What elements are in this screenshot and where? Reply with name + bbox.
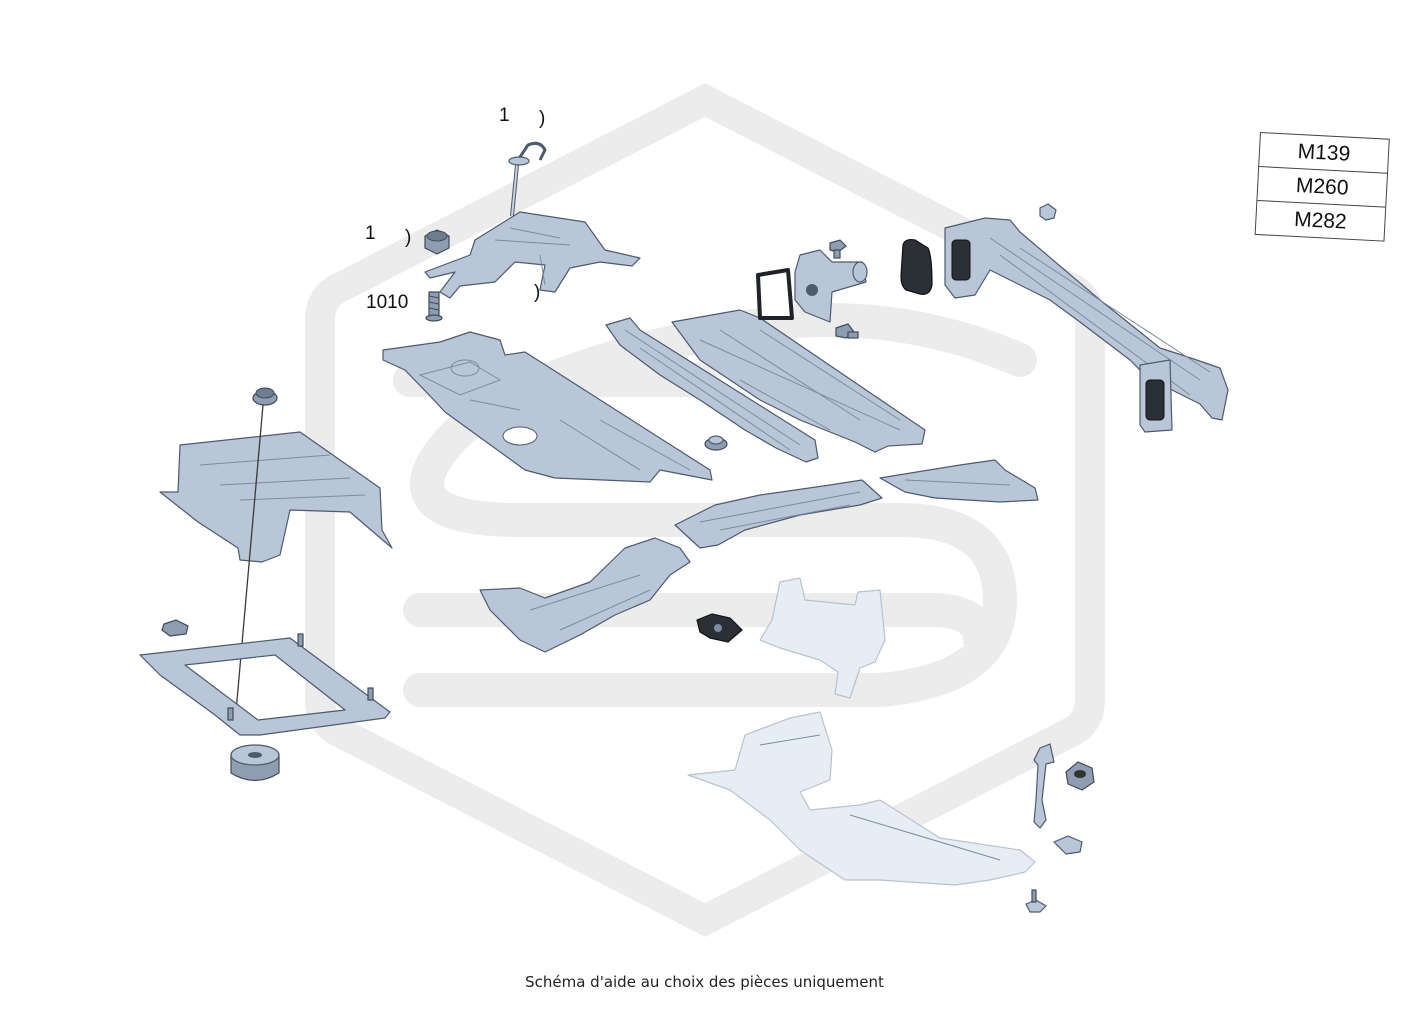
hook-bolt-part[interactable] [508, 141, 547, 217]
push-rivet-part[interactable] [1025, 889, 1047, 913]
bolt-part[interactable] [829, 239, 847, 259]
spare-wheel-bracket-part[interactable] [424, 211, 641, 299]
diagram-caption: Schéma d'aide au choix des pièces unique… [525, 973, 884, 991]
mounting-frame-part[interactable] [139, 619, 391, 736]
sealing-plug-part[interactable] [900, 238, 933, 295]
callout-label[interactable]: 1 [499, 105, 510, 126]
rear-floor-pan-part[interactable] [382, 331, 713, 483]
callout-label[interactable]: ) [534, 282, 540, 303]
callout-label[interactable]: 1 [365, 223, 376, 244]
bolt-part[interactable] [835, 323, 859, 339]
model-code-table: M139 M260 M282 [1254, 132, 1390, 242]
rear-bracket-assembly-part[interactable] [159, 387, 393, 713]
callout-labels: 1 ) 1 ) 1010 ) [365, 105, 545, 313]
grommet-part[interactable] [704, 435, 728, 451]
support-bracket-part[interactable] [1033, 743, 1055, 829]
faded-mount-bracket-part[interactable] [759, 577, 886, 699]
bolt-1010-part[interactable] [425, 291, 443, 322]
flange-nut-part[interactable] [424, 229, 450, 255]
nut-part[interactable] [1039, 203, 1057, 221]
callout-label[interactable]: ) [539, 108, 545, 129]
crossmember-part[interactable] [674, 479, 883, 549]
clip-part[interactable] [696, 613, 743, 643]
seal-gasket-part[interactable] [756, 268, 794, 320]
wheel-arch-brace-part[interactable] [479, 537, 691, 653]
callout-label[interactable]: ) [405, 227, 411, 248]
longitudinal-rail-part[interactable] [605, 317, 819, 463]
side-bracket-part[interactable] [879, 459, 1039, 503]
flange-nut-part[interactable] [1065, 761, 1095, 791]
rubber-mount-part[interactable] [230, 744, 280, 782]
tow-eye-mount-part[interactable] [794, 249, 868, 323]
clip-nut-part[interactable] [1053, 835, 1083, 855]
callout-label[interactable]: 1010 [366, 292, 408, 313]
bumper-beam-part[interactable] [944, 217, 1229, 433]
faded-underbody-panel-part[interactable] [687, 711, 1036, 886]
model-code[interactable]: M282 [1293, 207, 1348, 234]
rear-floor-panel-part[interactable] [671, 309, 926, 453]
